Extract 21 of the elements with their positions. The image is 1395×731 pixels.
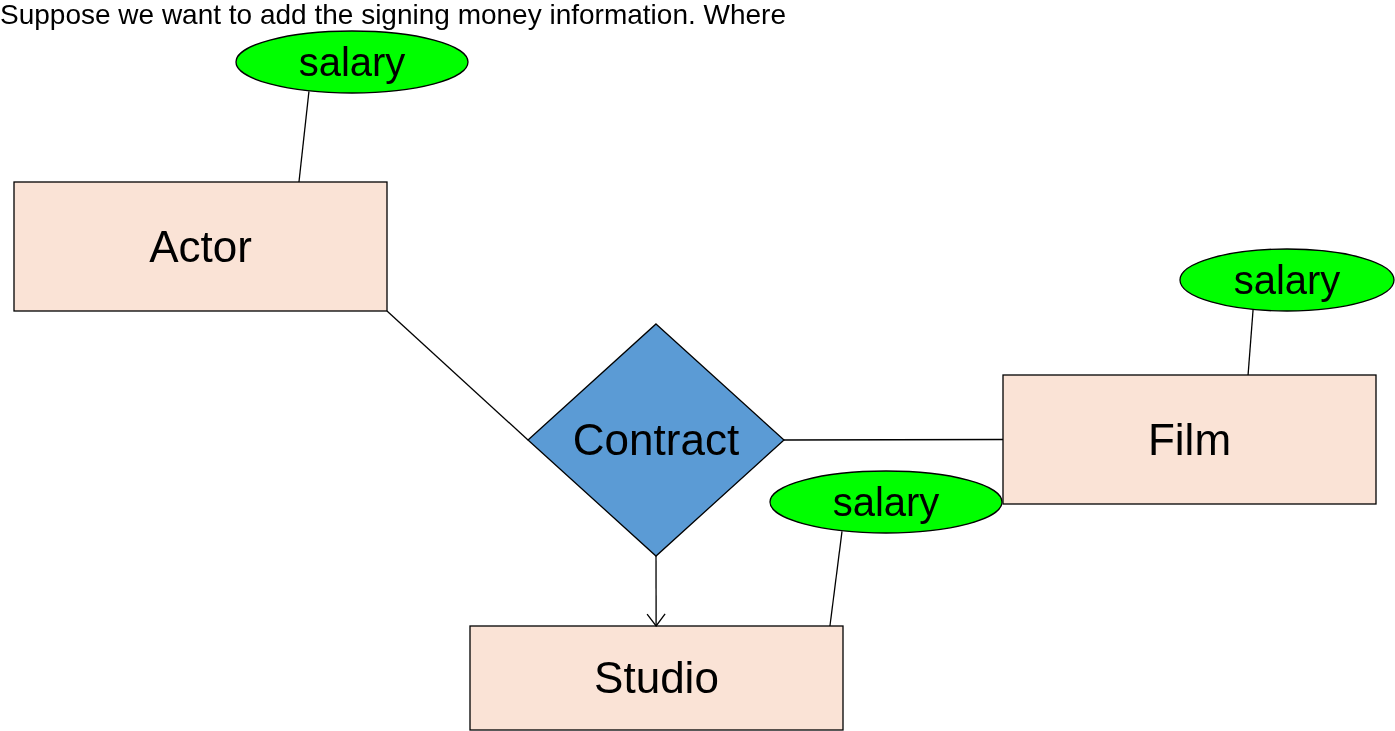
node-label: Studio — [594, 656, 719, 700]
entity-box — [1002, 374, 1377, 505]
node-label: salary — [1233, 260, 1341, 300]
connector-line — [386, 310, 529, 441]
heading: Suppose we want to add the signing money information. Where — [0, 0, 786, 30]
arrow — [646, 555, 666, 627]
entity-box — [13, 181, 388, 312]
attribute-ellipse — [1179, 248, 1395, 312]
attribute-ellipse — [235, 30, 469, 94]
connector-line — [783, 438, 1004, 441]
node-label: Actor — [149, 224, 252, 269]
node-label: Contract — [572, 418, 740, 462]
node-label: salary — [298, 42, 406, 82]
relationship-diamond — [527, 323, 785, 557]
entity-box — [469, 625, 844, 731]
connector-line — [298, 90, 310, 183]
node-label: salary — [832, 482, 940, 522]
connector-line — [1247, 308, 1254, 376]
node-label: Film — [1147, 417, 1232, 462]
connector-line — [829, 530, 843, 627]
attribute-ellipse — [769, 470, 1003, 534]
